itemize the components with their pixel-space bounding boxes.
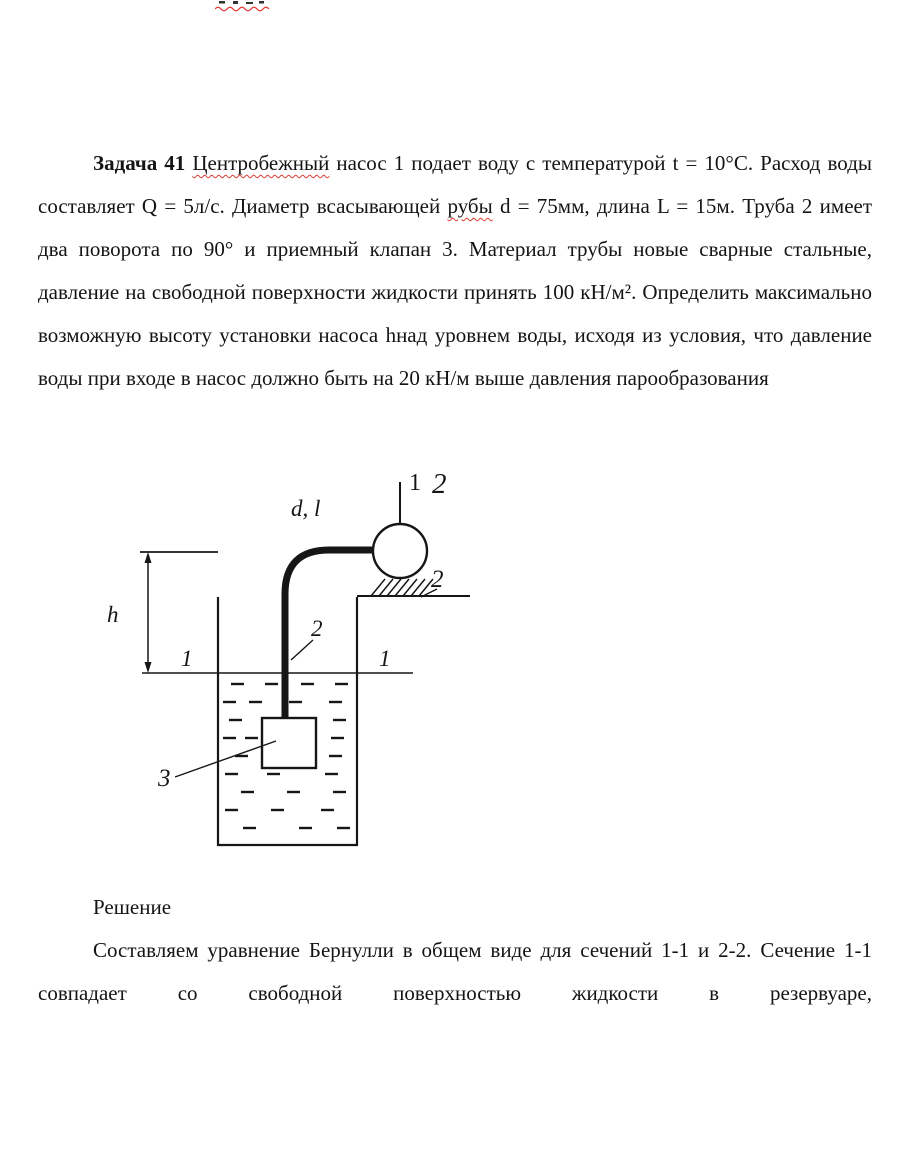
suction-pipe [281,546,379,719]
label-pump-2: 2 [432,468,447,500]
solution-section: Решение Составляем уравнение Бернулли в … [38,886,872,1015]
label-section-1-left: 1 [181,646,193,671]
pump-base-hatch [370,578,434,597]
label-pipe-2: 2 [311,616,323,641]
arrow-up-icon [144,552,152,563]
pump-diagram-svg: 1 2 d, l h 1 1 2 2 3 [107,468,470,847]
figure-pump-diagram: 1 2 d, l h 1 1 2 2 3 [95,460,485,860]
problem-statement: Задача 41 Центробежный насос 1 подает во… [38,151,873,390]
label-ground-2: 2 [431,566,444,593]
tank-outline [216,597,359,847]
page-top-artifact [214,0,273,12]
pump-circle [371,522,429,580]
leader-ground-2 [420,588,438,598]
arrow-down-icon [144,662,152,673]
height-dimension [144,552,152,673]
label-height-h: h [107,602,119,627]
label-valve-3: 3 [157,765,171,792]
label-pump-1: 1 [409,470,421,496]
water-dashes [223,682,350,830]
leader-valve-3 [174,740,277,778]
leader-pipe-2 [290,639,314,661]
artifact-squiggle-icon [214,1,270,12]
solution-paragraph: Составляем уравнение Бернулли в общем ви… [38,938,872,1005]
solution-heading: Решение [93,895,172,919]
label-section-1-right: 1 [379,646,391,671]
label-pipe-dimension: d, l [291,496,320,521]
